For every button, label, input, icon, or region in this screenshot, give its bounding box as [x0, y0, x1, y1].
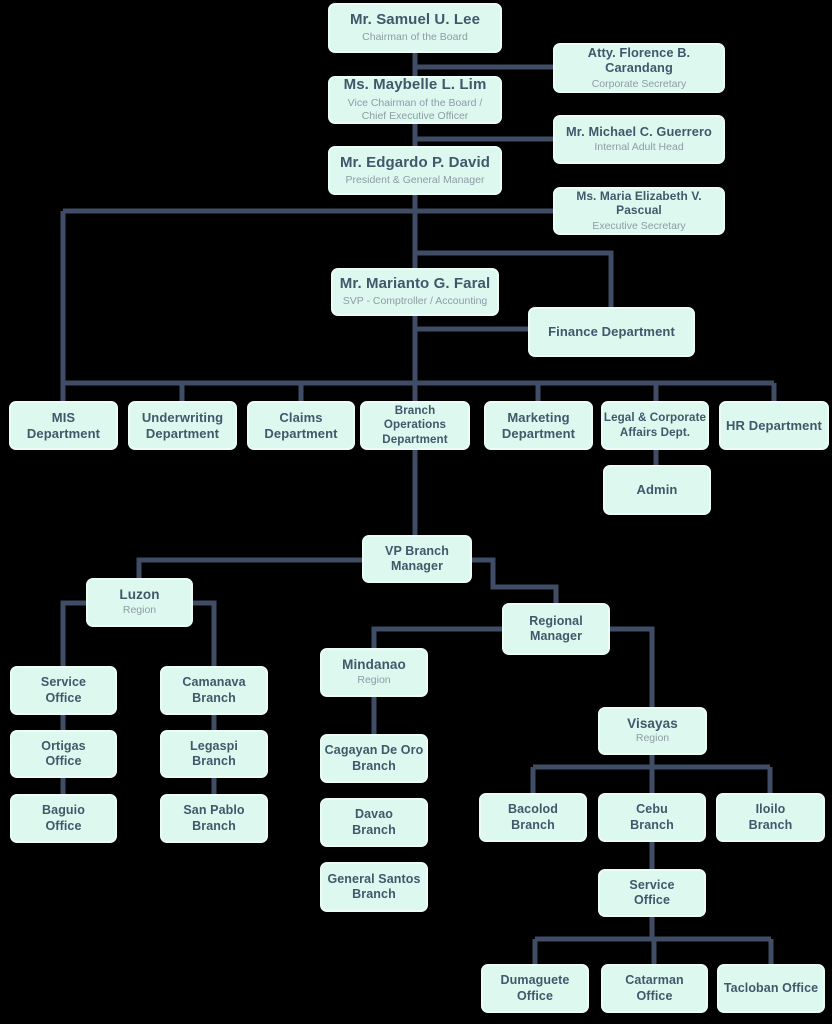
node-title: Regional Manager: [529, 613, 583, 643]
node-service-office-luzon: Service Office: [10, 666, 117, 715]
node-title: Bacolod Branch: [507, 802, 558, 832]
node-comptroller: Mr. Marianto G. Faral SVP - Comptroller …: [331, 268, 499, 316]
node-general-santos-branch: General Santos Branch: [320, 862, 428, 912]
node-title: Ms. Maybelle L. Lim: [343, 76, 487, 94]
node-title: Davao Branch: [352, 807, 396, 837]
node-title: Branch Operations Department: [382, 404, 448, 446]
node-title: VP Branch Manager: [385, 543, 449, 573]
node-title: Iloilo Branch: [748, 802, 793, 832]
node-title: Service Office: [40, 675, 87, 705]
node-cebu-branch: Cebu Branch: [598, 793, 706, 842]
node-service-office-cebu: Service Office: [598, 869, 706, 917]
node-visayas-region: Visayas Region: [598, 707, 707, 755]
node-subtitle: Region: [357, 673, 391, 686]
node-subtitle: Vice Chairman of the Board / Chief Execu…: [347, 96, 483, 123]
node-underwriting-department: Underwriting Department: [128, 401, 237, 450]
node-baguio-office: Baguio Office: [10, 794, 117, 843]
node-title: Catarman Office: [625, 973, 684, 1003]
node-subtitle: Region: [122, 603, 157, 616]
node-branch-operations-department: Branch Operations Department: [360, 401, 470, 450]
node-iloilo-branch: Iloilo Branch: [716, 793, 825, 842]
node-dumaguete-office: Dumaguete Office: [481, 964, 589, 1013]
node-bacolod-branch: Bacolod Branch: [479, 793, 587, 842]
node-ortigas-office: Ortigas Office: [10, 730, 117, 778]
node-title: Luzon: [119, 587, 160, 603]
node-title: San Pablo Branch: [183, 803, 245, 833]
node-title: HR Department: [726, 417, 822, 433]
node-chairman: Mr. Samuel U. Lee Chairman of the Board: [328, 3, 502, 53]
node-title: Baguio Office: [42, 803, 85, 833]
node-title: Ms. Maria Elizabeth V. Pascual: [576, 188, 702, 218]
node-subtitle: Internal Adult Head: [594, 141, 684, 154]
node-title: Cebu Branch: [630, 802, 674, 832]
node-title: General Santos Branch: [327, 871, 421, 901]
node-president: Mr. Edgardo P. David President & General…: [328, 146, 502, 195]
node-title: Ortigas Office: [41, 738, 86, 768]
node-title: Atty. Florence B. Carandang: [587, 44, 691, 76]
node-title: Legal & Corporate Affairs Dept.: [603, 411, 707, 439]
node-subtitle: Corporate Secretary: [591, 77, 687, 90]
node-title: Service Office: [629, 877, 675, 907]
node-title: Camanava Branch: [182, 675, 246, 705]
node-subtitle: Region: [635, 732, 670, 745]
node-title: Visayas: [627, 715, 678, 731]
node-corporate-secretary: Atty. Florence B. Carandang Corporate Se…: [553, 43, 725, 93]
node-legal-corporate-affairs-dept: Legal & Corporate Affairs Dept.: [601, 401, 709, 450]
node-title: Mr. Michael C. Guerrero: [566, 123, 712, 139]
node-subtitle: SVP - Comptroller / Accounting: [342, 295, 488, 308]
node-title: Finance Department: [548, 324, 675, 340]
node-claims-department: Claims Department: [247, 401, 355, 450]
node-title: Underwriting Department: [141, 409, 224, 441]
node-hr-department: HR Department: [719, 401, 829, 450]
node-internal-audit-head: Mr. Michael C. Guerrero Internal Adult H…: [553, 115, 725, 164]
node-finance-department: Finance Department: [528, 307, 695, 357]
node-title: Admin: [636, 482, 678, 498]
node-catarman-office: Catarman Office: [601, 964, 708, 1013]
node-title: Tacloban Office: [723, 980, 819, 995]
node-tacloban-office: Tacloban Office: [717, 964, 825, 1013]
node-mis-department: MIS Department: [9, 401, 118, 450]
node-subtitle: Chairman of the Board: [362, 31, 468, 44]
node-title: Mindanao: [342, 657, 406, 673]
node-title: MIS Department: [26, 409, 101, 441]
node-vice-chairman: Ms. Maybelle L. Lim Vice Chairman of the…: [328, 76, 502, 124]
node-title: Mr. Samuel U. Lee: [349, 11, 481, 29]
node-vp-branch-manager: VP Branch Manager: [362, 535, 472, 583]
node-title: Claims Department: [264, 409, 338, 441]
node-legaspi-branch: Legaspi Branch: [160, 730, 268, 778]
node-executive-secretary: Ms. Maria Elizabeth V. Pascual Executive…: [553, 187, 725, 235]
node-title: Dumaguete Office: [500, 973, 570, 1003]
node-admin: Admin: [603, 465, 711, 515]
node-regional-manager: Regional Manager: [502, 603, 610, 655]
node-luzon-region: Luzon Region: [86, 578, 193, 627]
node-mindanao-region: Mindanao Region: [320, 648, 428, 697]
node-title: Marketing Department: [501, 409, 576, 441]
node-title: Mr. Edgardo P. David: [339, 153, 491, 171]
node-subtitle: President & General Manager: [345, 173, 485, 186]
node-title: Legaspi Branch: [190, 738, 238, 768]
node-subtitle: Executive Secretary: [592, 219, 686, 232]
node-title: Cagayan De Oro Branch: [324, 743, 424, 773]
node-san-pablo-branch: San Pablo Branch: [160, 794, 268, 843]
node-davao-branch: Davao Branch: [320, 798, 428, 847]
node-title: Mr. Marianto G. Faral: [339, 275, 491, 293]
node-cagayan-de-oro-branch: Cagayan De Oro Branch: [320, 734, 428, 783]
node-marketing-department: Marketing Department: [484, 401, 593, 450]
node-camanava-branch: Camanava Branch: [160, 666, 268, 715]
